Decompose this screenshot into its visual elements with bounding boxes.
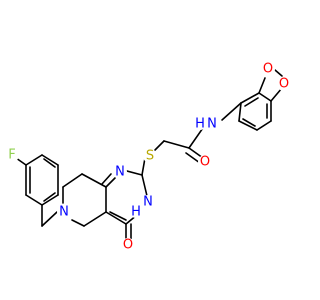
bond xyxy=(244,97,259,107)
sulfur-label: S xyxy=(146,149,154,164)
bond xyxy=(256,120,272,131)
atom-labels: O O N H O S N N H xyxy=(5,62,291,253)
nitrogen-label: N xyxy=(207,117,217,132)
bond xyxy=(258,92,272,102)
pyrimidine-nitrogen-top: N xyxy=(113,165,127,180)
bond xyxy=(43,158,56,168)
bond xyxy=(105,211,127,225)
bond xyxy=(185,152,201,164)
piperidine-nitrogen: N xyxy=(57,205,71,220)
bond xyxy=(81,173,107,188)
oxygen-label: O xyxy=(123,238,133,253)
bond xyxy=(41,211,58,227)
bond xyxy=(15,157,27,166)
bond xyxy=(274,69,283,77)
bond xyxy=(238,102,242,122)
bond xyxy=(154,140,165,151)
bond xyxy=(25,154,43,166)
oxygen-atom-dioxole-right: O xyxy=(277,77,291,92)
bond xyxy=(62,173,83,188)
bond xyxy=(163,140,190,149)
bond xyxy=(258,77,266,94)
nitrogen-label: N xyxy=(115,165,125,180)
oxygen-label: O xyxy=(279,77,289,92)
bond xyxy=(83,211,107,227)
keto-oxygen: O xyxy=(121,238,135,253)
fluorine-atom: F xyxy=(5,148,19,163)
fluorine-label: F xyxy=(8,148,15,163)
bond xyxy=(240,92,260,104)
bond xyxy=(41,194,59,206)
bond xyxy=(71,219,85,227)
bond xyxy=(105,177,116,188)
oxygen-label: O xyxy=(200,155,210,170)
hydrogen-label: H xyxy=(195,117,205,132)
bond xyxy=(43,192,56,202)
pyrimidine-nh: N H xyxy=(130,195,155,220)
bond xyxy=(109,211,127,221)
bond xyxy=(188,147,204,159)
bond xyxy=(242,118,256,127)
hydrogen-label: H xyxy=(131,205,141,220)
amide-nh: N H xyxy=(194,117,219,132)
nitrogen-label: N xyxy=(59,205,69,220)
sulfur-atom: S xyxy=(143,149,157,164)
bond xyxy=(221,102,242,121)
molecule-structure-svg: O O N H O S N N H xyxy=(5,61,291,253)
bond xyxy=(270,87,283,102)
bond xyxy=(141,157,146,176)
carbonyl-oxygen: O xyxy=(198,155,212,170)
bond xyxy=(126,170,143,176)
bond xyxy=(238,120,258,131)
oxygen-label: O xyxy=(263,62,273,77)
bonds xyxy=(15,69,283,241)
bond xyxy=(141,174,148,197)
bond xyxy=(101,173,112,185)
bond xyxy=(41,154,59,166)
molecule-diagram: O O N H O S N N H xyxy=(5,61,291,253)
bond xyxy=(25,194,43,206)
oxygen-atom-dioxole-top: O xyxy=(261,62,275,77)
nitrogen-label: N xyxy=(143,195,153,210)
